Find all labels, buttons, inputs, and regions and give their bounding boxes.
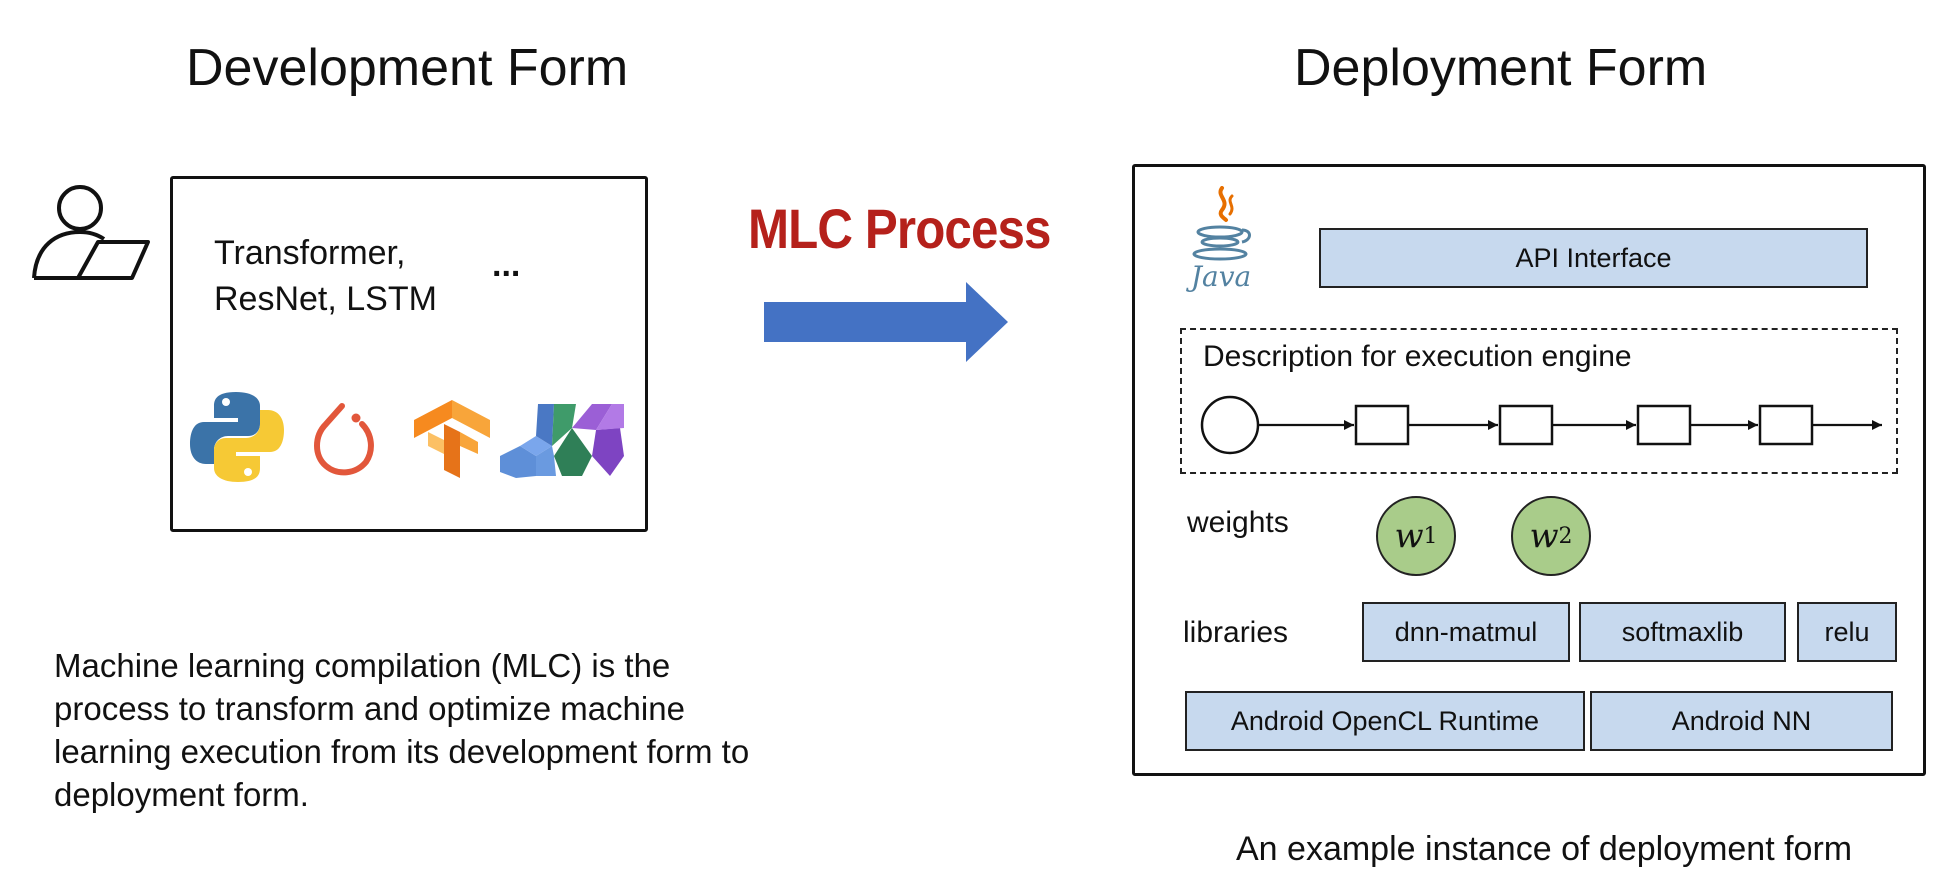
library-relu: relu	[1797, 602, 1897, 662]
model-names-line1: Transformer,	[214, 234, 406, 272]
weight-w2-sub: 2	[1558, 523, 1573, 549]
execution-graph	[1200, 395, 1882, 455]
graph-op-node	[1498, 404, 1554, 446]
weight-w2-symbol: w	[1529, 516, 1559, 556]
python-logo-icon	[190, 392, 284, 482]
mlc-process-label: MLC Process	[748, 197, 1051, 260]
model-names-line2: ResNet, LSTM	[214, 280, 437, 318]
graph-op-node	[1758, 404, 1814, 446]
libraries-label: libraries	[1183, 616, 1289, 649]
runtime-android-nn: Android NN	[1590, 691, 1893, 751]
java-logo: Java	[1186, 186, 1256, 296]
mlc-process-arrow	[764, 282, 1008, 362]
weight-w1-sub: 1	[1423, 523, 1438, 549]
jax-logo-icon	[500, 404, 624, 478]
java-cup-icon	[1192, 186, 1251, 261]
deployment-form-box	[1132, 164, 1926, 776]
model-names-ellipsis: ...	[492, 246, 521, 284]
deployment-caption: An example instance of deployment form	[1236, 830, 1853, 868]
library-softmaxlib: softmaxlib	[1579, 602, 1786, 662]
execution-engine-box	[1180, 328, 1898, 474]
weights-label: weights	[1187, 506, 1289, 539]
mlc-description: Machine learning compilation (MLC) is th…	[54, 647, 750, 813]
deployment-form-title: Deployment Form	[1294, 39, 1708, 97]
graph-op-node	[1354, 404, 1410, 446]
library-dnn-matmul: dnn-matmul	[1362, 602, 1570, 662]
graph-input-node	[1200, 395, 1260, 455]
development-form-box	[170, 176, 648, 532]
developer-laptop-icon	[32, 185, 150, 280]
tensorflow-logo-icon	[414, 400, 490, 478]
pytorch-logo-icon	[314, 403, 374, 476]
java-label: Java	[1190, 260, 1252, 293]
runtime-android-opencl: Android OpenCL Runtime	[1185, 691, 1585, 751]
execution-engine-label: Description for execution engine	[1203, 340, 1632, 373]
development-form-title: Development Form	[186, 39, 629, 97]
api-interface-box: API Interface	[1319, 228, 1868, 288]
graph-op-node	[1636, 404, 1692, 446]
weight-w1-symbol: w	[1394, 516, 1424, 556]
